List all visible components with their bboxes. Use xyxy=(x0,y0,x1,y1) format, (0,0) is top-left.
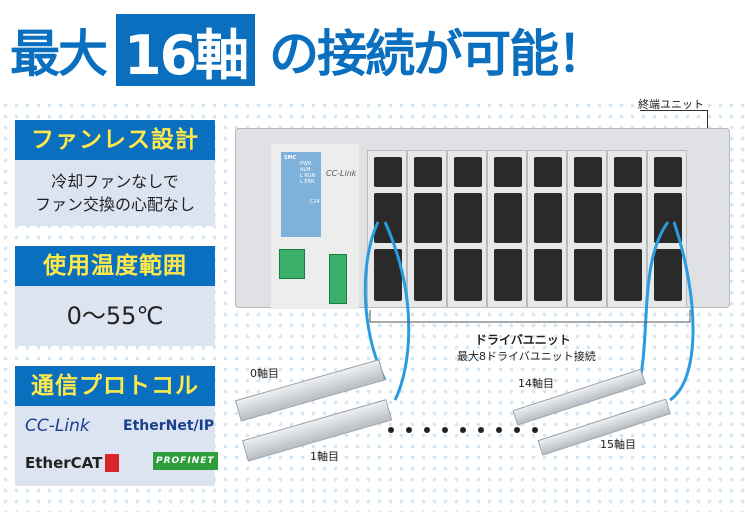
connector xyxy=(494,157,522,187)
headline-highlight: 16軸 xyxy=(116,14,256,87)
connector xyxy=(454,157,482,187)
feature-temperature: 使用温度範囲 0〜55℃ xyxy=(15,246,215,346)
connector xyxy=(574,193,602,243)
driver-unit xyxy=(487,150,527,308)
end-unit-label: 終端ユニット xyxy=(638,98,704,111)
headline: 最大 16軸 の接続が可能！ xyxy=(10,14,607,87)
ellipsis-dots xyxy=(382,418,544,437)
axis-label: 1軸目 xyxy=(310,450,339,463)
brand-label: SMC xyxy=(284,155,297,161)
connector xyxy=(534,157,562,187)
connector xyxy=(614,157,642,187)
cclink-logo: CC-Link xyxy=(25,416,90,436)
feature-title: 通信プロトコル xyxy=(15,366,215,406)
connector xyxy=(454,193,482,243)
ethercat-logo: EtherCAT xyxy=(25,454,120,472)
connector xyxy=(614,193,642,243)
controller-front: SMC PWR ALM L RUN L ERR C24 CC-Link xyxy=(271,144,359,309)
cable xyxy=(669,221,695,402)
driver-unit xyxy=(567,150,607,308)
connector xyxy=(574,157,602,187)
driver-unit-label: ドライバユニット xyxy=(475,333,571,347)
axis-label: 14軸目 xyxy=(518,377,554,390)
driver-unit xyxy=(647,150,687,308)
cable xyxy=(638,221,670,381)
connector xyxy=(494,249,522,301)
connector xyxy=(654,157,682,187)
controller-status-panel: SMC PWR ALM L RUN L ERR C24 xyxy=(281,152,321,237)
feature-title: 使用温度範囲 xyxy=(15,246,215,286)
connector xyxy=(614,249,642,301)
headline-suffix: の接続が可能！ xyxy=(269,25,607,83)
feature-fanless: ファンレス設計 冷却ファンなしで ファン交換の心配なし xyxy=(15,120,215,226)
feature-text: ファン交換の心配なし xyxy=(34,195,195,214)
connector xyxy=(414,193,442,243)
driver-unit xyxy=(607,150,647,308)
network-connector xyxy=(329,254,347,304)
connector xyxy=(374,157,402,187)
ethernetip-logo: EtherNet/IP xyxy=(123,418,215,434)
connector xyxy=(534,193,562,243)
feature-protocols: 通信プロトコル CC-Link EtherNet/IP EtherCAT PRO… xyxy=(15,366,218,486)
headline-prefix: 最大 xyxy=(10,25,108,83)
axis-label: 0軸目 xyxy=(250,367,279,380)
driver-unit-note: 最大8ドライバユニット接続 xyxy=(457,350,596,363)
connector xyxy=(494,193,522,243)
driver-unit xyxy=(407,150,447,308)
led-label: L ERR xyxy=(300,179,315,185)
profinet-logo: PROFINET xyxy=(153,452,218,470)
cable xyxy=(383,221,411,401)
connector xyxy=(654,249,682,301)
port-label: C24 xyxy=(310,199,320,205)
controller-logo: CC-Link xyxy=(326,169,357,178)
connector xyxy=(534,249,562,301)
temperature-range: 0〜55℃ xyxy=(15,286,215,346)
feature-text: 冷却ファンなしで xyxy=(51,172,179,191)
feature-title: ファンレス設計 xyxy=(15,120,215,160)
connector xyxy=(414,249,442,301)
axis-label: 15軸目 xyxy=(600,438,636,451)
power-connector xyxy=(279,249,305,279)
driver-unit xyxy=(447,150,487,308)
driver-unit xyxy=(527,150,567,308)
led-label: L RUN xyxy=(300,173,316,179)
driver-bracket xyxy=(369,310,691,323)
cable xyxy=(363,221,387,381)
connector xyxy=(414,157,442,187)
connector xyxy=(374,193,402,243)
connector xyxy=(454,249,482,301)
connector xyxy=(574,249,602,301)
led-label: ALM xyxy=(300,167,311,173)
led-label: PWR xyxy=(300,161,312,167)
